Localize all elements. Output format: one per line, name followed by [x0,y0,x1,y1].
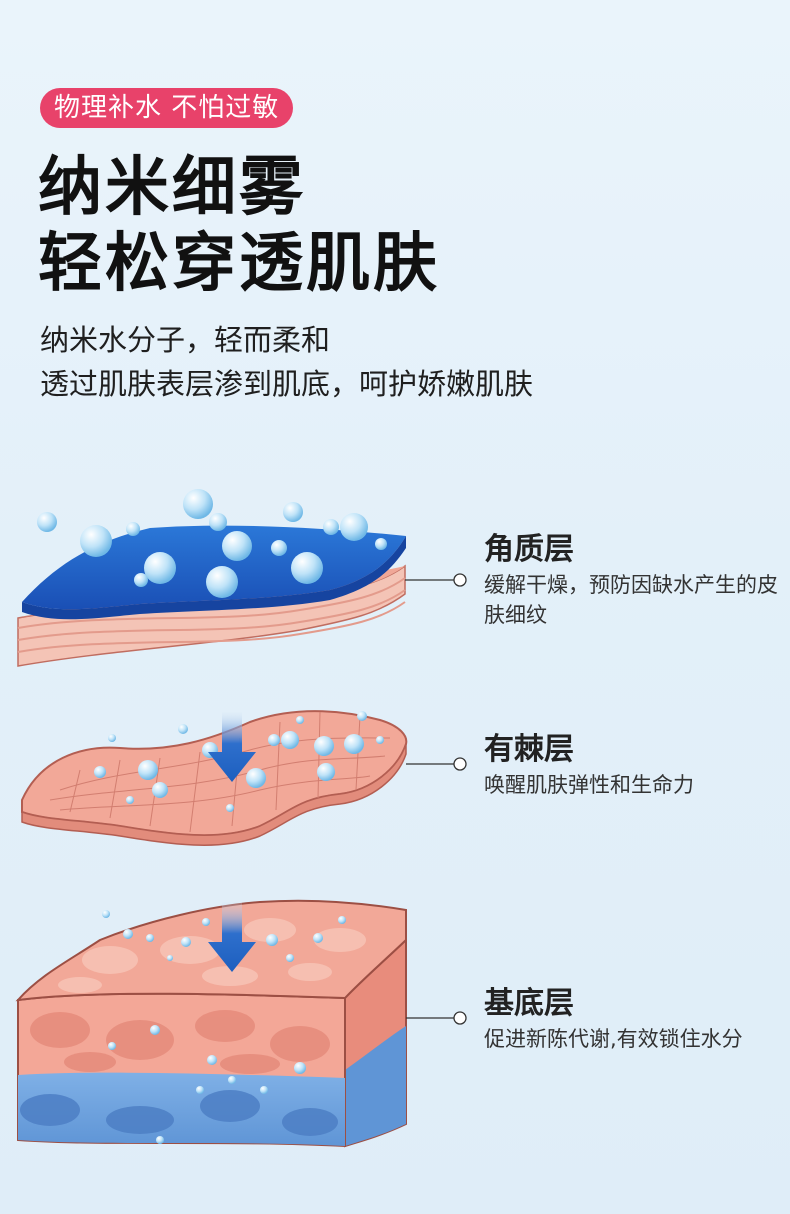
headline-line-1: 纳米细雾 [38,151,306,225]
down-arrow-icon [208,712,256,782]
description-line-2: 透过肌肤表层渗到肌底，呵护娇嫩肌肤 [40,367,534,401]
description-line-1: 纳米水分子，轻而柔和 [40,323,331,357]
promo-badge: 物理补水 不怕过敏 [40,88,294,128]
headline-line-2: 轻松穿透肌肤 [38,227,440,301]
layer-name-stratum-corneum: 角质层 [484,532,574,567]
stratum-corneum-illustration [17,489,406,667]
layer-desc-spinous: 唤醒肌肤弹性和生命力 [484,773,694,797]
connector-dot [453,1011,467,1025]
layer-desc-basal: 促进新陈代谢,有效锁住水分 [484,1027,743,1051]
down-arrow-icon [208,902,256,972]
connector-dot [453,757,467,771]
connector-dot [453,573,467,587]
basal-layer-illustration [15,899,407,1148]
layer-name-spinous: 有棘层 [484,732,574,767]
layer-desc-stratum-corneum: 缓解干燥，预防因缺水产生的皮肤细纹 [484,573,778,627]
layer-name-basal: 基底层 [484,986,574,1021]
spinous-layer-illustration [21,710,408,846]
